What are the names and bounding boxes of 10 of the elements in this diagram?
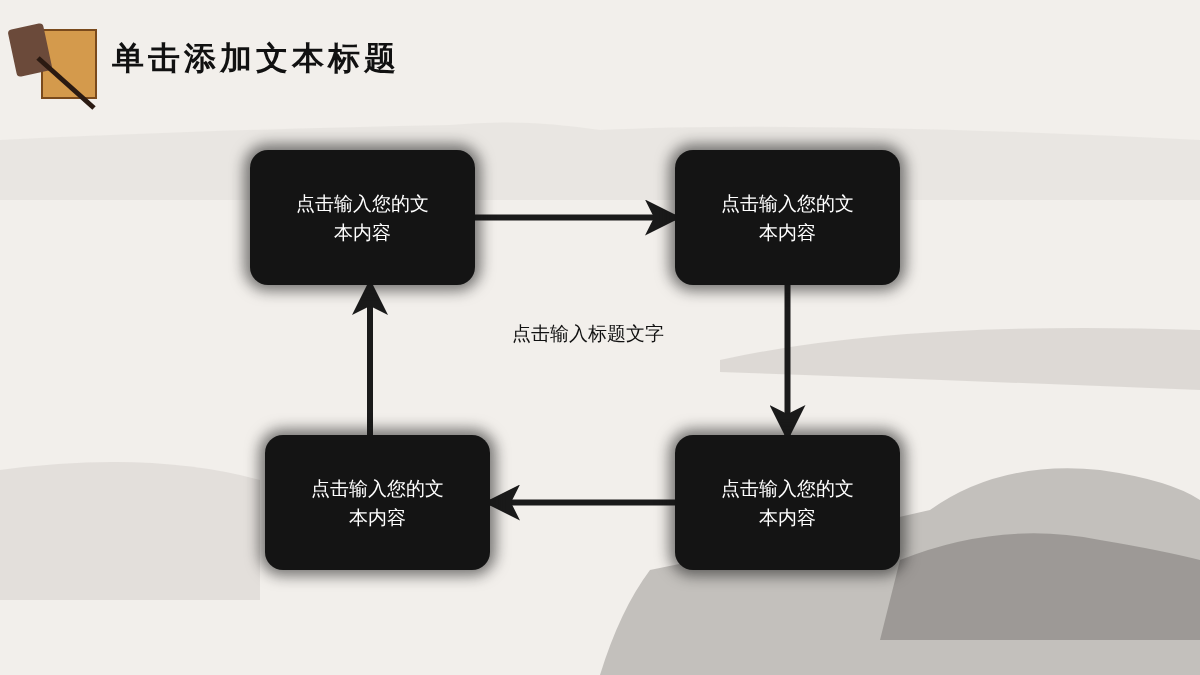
ink-splash-box — [265, 435, 490, 570]
ink-splash-box — [250, 150, 475, 285]
ink-splash-box — [675, 435, 900, 570]
box-text: 点击输入您的文本内容 — [310, 476, 445, 530]
ink-splash-box — [675, 150, 900, 285]
box-text: 点击输入您的文本内容 — [295, 191, 430, 245]
box-text: 点击输入您的文本内容 — [720, 476, 855, 530]
title: 单击添加文本标题 — [112, 38, 400, 79]
center-title-text: 点击输入标题文字 — [510, 322, 665, 346]
box-text: 点击输入您的文本内容 — [720, 191, 855, 245]
